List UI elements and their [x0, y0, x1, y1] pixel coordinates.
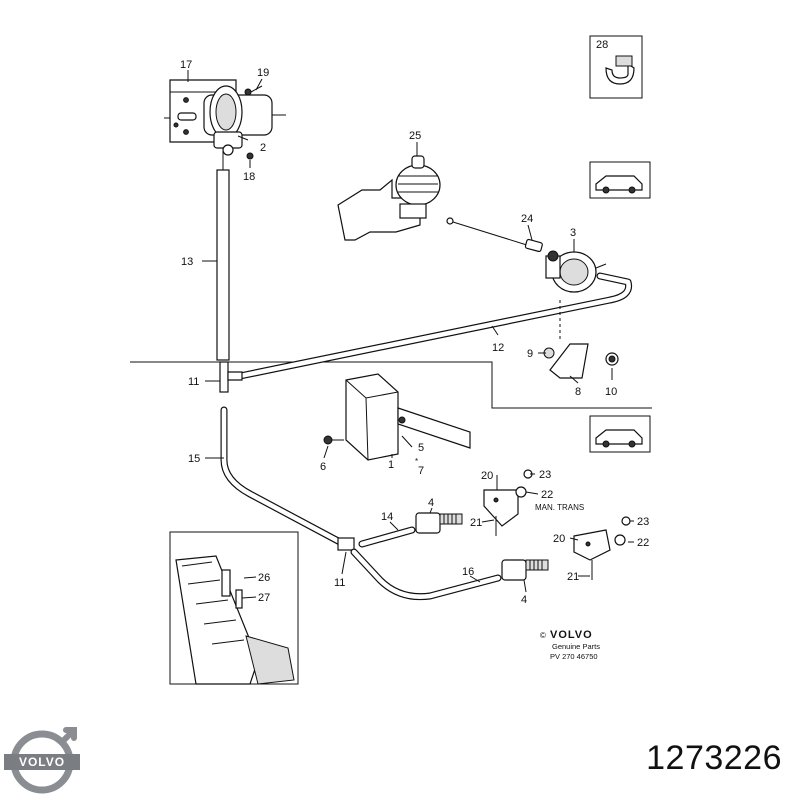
callout-6: 6	[320, 461, 326, 473]
car-inset-upper	[589, 161, 651, 199]
callout-4-upper: 4	[428, 497, 434, 509]
screw-6	[323, 435, 344, 445]
callout-10: 10	[605, 386, 617, 398]
callout-11-lower: 11	[334, 577, 345, 589]
vacuum-unit-3	[545, 250, 607, 293]
callout-23-upper: 23	[539, 469, 551, 481]
manual-transmission-note: MAN. TRANS	[535, 503, 584, 512]
callout-20-lower: 20	[553, 533, 565, 545]
vertical-rod-13	[216, 150, 230, 361]
callout-25: 25	[409, 130, 421, 142]
callout-19: 19	[257, 67, 269, 79]
switch-4-upper	[415, 512, 463, 534]
callout-15: 15	[188, 453, 200, 465]
callout-1: 1	[388, 459, 394, 471]
hose-12	[236, 272, 633, 380]
part-number: 1273226	[646, 739, 782, 777]
bracket-20-lower	[573, 516, 631, 580]
callout-3: 3	[570, 227, 576, 239]
leader-lines	[187, 70, 634, 599]
callout-17: 17	[180, 59, 192, 71]
callout-22-upper: 22	[541, 489, 553, 501]
genuine-parts-stamp: © VOLVO Genuine Parts PV 270 46750	[540, 629, 600, 661]
connector-11-upper	[219, 361, 243, 393]
logo-wordmark: VOLVO	[19, 755, 65, 769]
switch-4-lower	[501, 559, 549, 581]
stamp-copyright: ©	[540, 631, 546, 640]
inset-28	[589, 35, 643, 99]
callout-14: 14	[381, 511, 393, 523]
callout-20-upper: 20	[481, 470, 493, 482]
callout-21-upper: 21	[470, 517, 482, 529]
connector-11-lower	[337, 537, 355, 551]
callout-11-upper: 11	[188, 376, 199, 388]
callout-2: 2	[260, 142, 266, 154]
callout-labels: 17 19 2 18 13 25 24 3 12 9 10 8 11 1 5 6…	[180, 39, 649, 606]
callout-18: 18	[243, 171, 255, 183]
car-inset-lower	[589, 415, 651, 453]
hose-15	[220, 406, 344, 546]
bracket-20-upper	[483, 469, 533, 536]
relay-1	[345, 373, 471, 461]
pedal-inset	[169, 531, 299, 685]
callout-9: 9	[527, 348, 533, 360]
callout-12: 12	[492, 342, 504, 354]
callout-13: 13	[181, 256, 193, 268]
hose-16	[350, 548, 502, 601]
callout-22-lower: 22	[637, 537, 649, 549]
hose-14	[358, 526, 416, 548]
bracket-8	[543, 343, 619, 379]
callout-16: 16	[462, 566, 474, 578]
vacuum-motor-2	[203, 85, 286, 156]
stamp-doc-number: PV 270 46750	[550, 652, 598, 661]
callout-27: 27	[258, 592, 270, 604]
vacuum-unit-25	[337, 155, 441, 241]
bolt-19	[244, 85, 263, 96]
stamp-subtitle: Genuine Parts	[552, 642, 600, 651]
callout-23-lower: 23	[637, 516, 649, 528]
callout-5: 5	[418, 442, 424, 454]
cable-24	[446, 217, 543, 253]
volvo-logo: VOLVO	[4, 727, 80, 794]
stamp-brand: VOLVO	[550, 629, 593, 641]
callout-26: 26	[258, 572, 270, 584]
callout-7: 7	[418, 465, 424, 477]
callout-4-lower: 4	[521, 594, 527, 606]
callout-24: 24	[521, 213, 533, 225]
callout-28: 28	[596, 39, 608, 51]
callout-21-lower: 21	[567, 571, 579, 583]
callout-8: 8	[575, 386, 581, 398]
callout-7-prefix: *	[415, 457, 418, 466]
